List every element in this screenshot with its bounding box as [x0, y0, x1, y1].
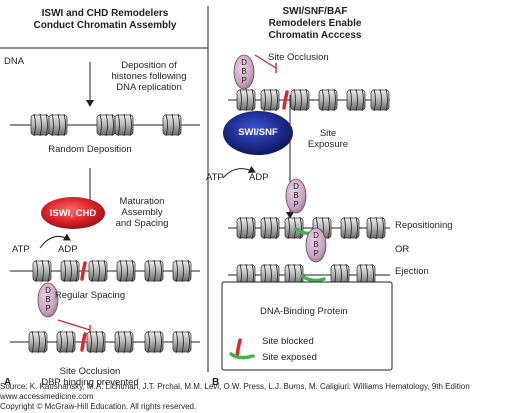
site-occlusion-label-b: Site Occlusion: [268, 52, 329, 63]
panel-b-letter: B: [212, 377, 220, 388]
site-exposure-line2: Exposure: [307, 139, 349, 150]
random-deposition-label: Random Deposition: [48, 144, 132, 155]
dbp-occluded-b: DBP: [233, 54, 255, 90]
occlusion-b-nucleosome: [318, 88, 338, 112]
random-deposition-nucleosome: [48, 113, 68, 137]
legend-exposed-swatch: [229, 352, 255, 360]
inhibition-line-b: [254, 54, 277, 69]
random-deposition-nucleosome: [162, 113, 182, 137]
occlusion-a-nucleosome: [28, 330, 48, 354]
dbp-prevented-label: DBP binding prevented: [41, 377, 139, 388]
deposition-line3: DNA replication: [116, 82, 182, 93]
occlusion-b-nucleosome: [346, 88, 366, 112]
panel-b-title-line3: Chromatin Acccess: [268, 30, 362, 41]
footer-copyright: Copyright © McGraw-Hill Education. All r…: [0, 402, 197, 411]
swi-snf-label: SWI/SNF: [238, 127, 278, 138]
dbp-ejection: DBP: [305, 227, 327, 263]
ejection-label: Ejection: [395, 266, 429, 277]
dbp-letter: B: [45, 295, 50, 304]
random-deposition-nucleosome: [96, 113, 116, 137]
dbp-letter: D: [293, 182, 299, 191]
inhibition-line-a: [57, 319, 91, 331]
dbp-letter: B: [293, 191, 298, 200]
occlusion-a-nucleosome: [86, 330, 106, 354]
repositioning-nucleosome: [260, 216, 280, 240]
dbp-letter: B: [313, 240, 318, 249]
swi-snf-enzyme: [223, 111, 293, 155]
panel-a-letter: A: [4, 377, 12, 388]
occlusion-a-nucleosome: [56, 330, 76, 354]
repositioning-nucleosome: [236, 216, 256, 240]
site-exposure-line1: Site: [319, 128, 337, 139]
or-label: OR: [395, 244, 410, 255]
regular-spacing-nucleosome: [144, 259, 164, 283]
panel-a-title-line1: ISWI and CHD Remodelers: [41, 8, 169, 19]
maturation-line2: Assembly: [121, 207, 163, 218]
occlusion-a-nucleosome: [172, 330, 192, 354]
legend-site-exposed: Site exposed: [262, 352, 317, 363]
panel-b-title-line1: SWI/SNF/BAF: [282, 6, 348, 17]
iswi-chd-enzyme: [41, 197, 105, 229]
regular-spacing-nucleosome: [172, 259, 192, 283]
panel-b-title-line2: Remodelers Enable: [268, 18, 362, 29]
dbp-repositioning: DBP: [285, 178, 307, 214]
atp-adp-curve-b: [222, 165, 256, 179]
regular-spacing-nucleosome: [88, 259, 108, 283]
legend-dna-binding-protein: DNA-Binding Protein: [260, 306, 348, 317]
occlusion-b-nucleosome: [260, 88, 280, 112]
deposition-line1: Deposition of: [121, 60, 177, 71]
regular-spacing-nucleosome: [60, 259, 80, 283]
occlusion-b-blocked-site: [282, 90, 289, 110]
dbp-letter: P: [293, 200, 298, 209]
adp-label-a: ADP: [58, 244, 78, 255]
legend-box: [221, 281, 393, 371]
dbp-letter: P: [45, 304, 50, 313]
random-deposition-nucleosome: [30, 113, 50, 137]
dbp-letter: P: [313, 249, 318, 258]
dbp-letter: P: [241, 76, 246, 85]
dbp-occluded-a: DBP: [37, 282, 59, 318]
maturation-line3: and Spacing: [115, 218, 169, 229]
atp-label-b: ATP: [206, 172, 224, 183]
occlusion-b-nucleosome: [290, 88, 310, 112]
dna-label: DNA: [4, 56, 25, 67]
repositioning-label: Repositioning: [395, 220, 453, 231]
regular-spacing-label: Regular Spacing: [54, 290, 126, 301]
dbp-letter: B: [241, 67, 246, 76]
ejection-exposed-site: [300, 274, 326, 283]
atp-label-a: ATP: [12, 244, 30, 255]
occlusion-a-blocked-site: [80, 332, 87, 352]
regular-spacing-blocked-site: [80, 261, 87, 281]
panel-a-title-line2: Conduct Chromatin Assembly: [33, 20, 177, 31]
random-deposition-nucleosome: [114, 113, 134, 137]
dbp-letter: D: [313, 231, 319, 240]
occlusion-a-nucleosome: [144, 330, 164, 354]
occlusion-b-nucleosome: [370, 88, 390, 112]
regular-spacing-nucleosome: [32, 259, 52, 283]
footer-url: www.accessmedicine.com: [0, 392, 94, 401]
legend-blocked-swatch: [235, 338, 242, 358]
dbp-letter: D: [45, 286, 51, 295]
maturation-line1: Maturation: [119, 196, 165, 207]
atp-adp-curve-a: [39, 233, 71, 249]
regular-spacing-nucleosome: [116, 259, 136, 283]
chromatin-layer: [10, 88, 390, 354]
repositioning-nucleosome: [284, 216, 304, 240]
repositioning-nucleosome: [340, 216, 360, 240]
adp-label-b: ADP: [249, 172, 269, 183]
occlusion-b-nucleosome: [236, 88, 256, 112]
dbp-letter: D: [241, 58, 247, 67]
iswi-chd-label: ISWI, CHD: [49, 208, 97, 219]
repositioning-nucleosome: [366, 216, 386, 240]
deposition-line2: histones following: [111, 71, 187, 82]
legend-site-blocked: Site blocked: [262, 336, 314, 347]
site-occlusion-label-a: Site Occlusion: [59, 366, 121, 377]
occlusion-a-nucleosome: [114, 330, 134, 354]
footer-source: Source: K. Kaushansky, M.A. Lichtman, J.…: [0, 382, 470, 391]
